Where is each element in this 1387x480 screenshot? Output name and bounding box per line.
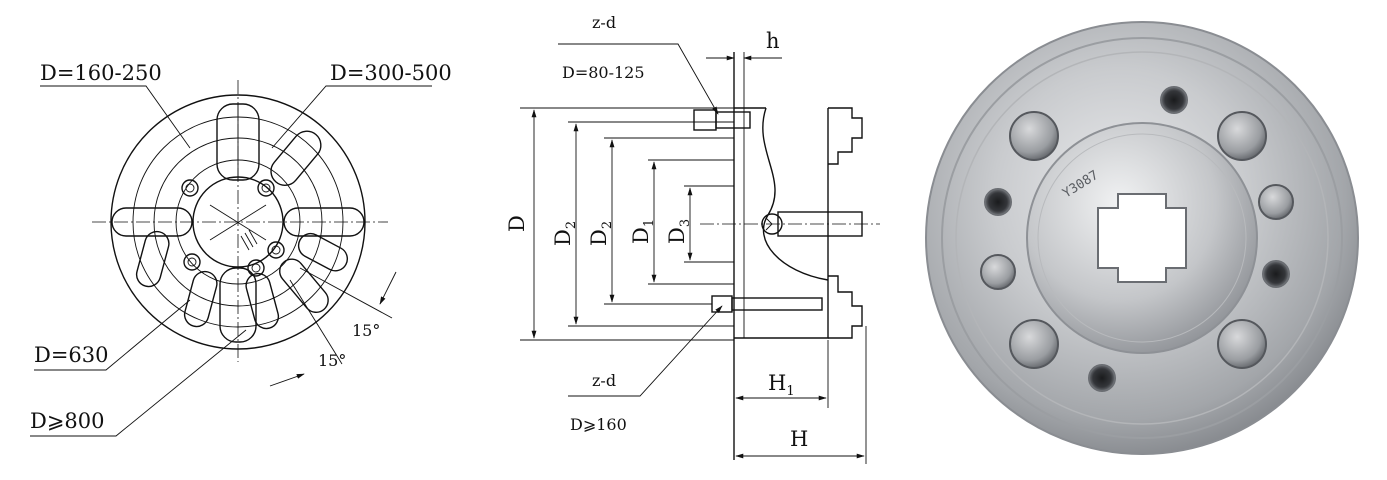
angle-line-2 (289, 279, 343, 365)
jaw-cap-tr (1217, 111, 1267, 161)
angle-label-1: 15° (352, 321, 380, 340)
leader-top-left (40, 85, 191, 149)
angle-line-1 (299, 267, 393, 319)
front-view: D=160-250 D=300-500 D=630 D⩾800 15° 15° (30, 61, 452, 437)
top-socket (693, 109, 717, 131)
label-d-800: D⩾800 (30, 409, 105, 433)
section-view: D D2 D2 D1 D3 h z-d D=80-125 z-d D⩾160 H… (505, 13, 880, 464)
bottom-socket (711, 295, 733, 313)
angle-label-2: 15° (318, 351, 346, 370)
bolt-hole-right (1262, 260, 1290, 288)
dim-label-D1: D1 (629, 219, 657, 244)
label-d-300-500: D=300-500 (330, 61, 452, 85)
jaw-slot-right (283, 207, 365, 237)
jaw-slot-diag-tr (270, 130, 322, 186)
hatch-3 (248, 229, 258, 245)
jaw-top (828, 107, 863, 165)
jaw-slot-diag-br3 (297, 232, 349, 272)
label-d-160-250: D=160-250 (40, 61, 162, 85)
dim-label-D: D (505, 215, 529, 232)
callout-top-zd: z-d (592, 13, 616, 32)
bolt-hole-left (984, 188, 1012, 216)
jaw-cap-br (1217, 319, 1267, 369)
angle-arrow-1 (379, 271, 397, 305)
angle-arrow-2 (269, 373, 305, 387)
jaw-cap-bl (1009, 319, 1059, 369)
dim-label-D2a: D2 (551, 221, 579, 246)
hatch-2 (244, 232, 254, 248)
leader-bottom-1 (34, 299, 191, 371)
bolt-hole-bottom (1088, 364, 1116, 392)
jaw-slot-left (111, 207, 193, 237)
diag-axis-2 (209, 204, 267, 241)
jaw-slot-diag-br2 (279, 258, 329, 314)
chuck-photo: Y3087 (925, 21, 1359, 455)
jaw-bottom (828, 275, 863, 339)
bolt-holes (181, 179, 285, 277)
hatch-1 (240, 235, 250, 251)
body-right-edge (734, 108, 829, 339)
dim-label-D2b: D2 (587, 221, 615, 246)
leader-bottom-2 (30, 329, 247, 437)
jaw-slot-diag-br1 (245, 272, 280, 330)
hub-ring (1037, 133, 1247, 343)
leader-top-right (271, 85, 432, 149)
label-d-630: D=630 (34, 343, 109, 367)
dim-label-H1: H1 (768, 371, 795, 399)
flange-groove-1 (941, 37, 1343, 439)
jaw-slot-bottom (219, 267, 257, 343)
callout-bottom-range: D⩾160 (570, 415, 627, 434)
jaw-cap-tl (1009, 111, 1059, 161)
plug-cap-right (1258, 184, 1294, 220)
bore-profile (762, 107, 829, 281)
plug-cap-left (980, 254, 1016, 290)
dim-label-D3: D3 (665, 219, 693, 244)
jaw-slot-diag-bl1 (135, 230, 170, 288)
center-bore (1097, 193, 1187, 283)
dim-label-H: H (790, 427, 808, 451)
flange-groove-2 (955, 51, 1329, 425)
callout-bottom-leader (568, 305, 723, 397)
bolt-hole-top (1160, 86, 1188, 114)
callout-bottom-zd: z-d (592, 371, 616, 390)
callout-top-leader (558, 43, 719, 115)
callout-top-range: D=80-125 (562, 63, 645, 82)
dim-label-h: h (766, 29, 780, 53)
bottom-socket-thread (731, 297, 823, 311)
top-socket-thread (715, 111, 751, 129)
jaw-slot-diag-bl2 (183, 270, 218, 328)
